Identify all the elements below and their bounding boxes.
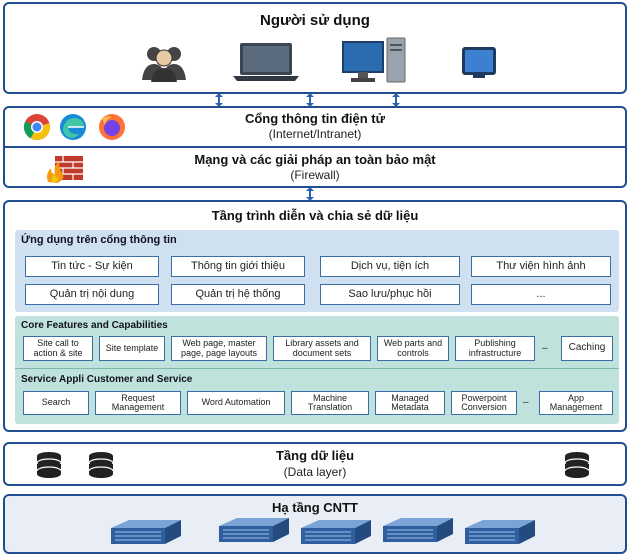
users-icon <box>142 47 186 82</box>
app-item: Tin tức - Sự kiện <box>25 256 159 277</box>
service-item: Request Management <box>95 391 181 415</box>
data-layer-subtitle: (Data layer) <box>283 465 347 479</box>
app-item: Thư viện hình ảnh <box>471 256 611 277</box>
network-title: Mạng và các giải pháp an toàn bảo mật <box>194 152 436 167</box>
app-item: Quản trị nội dung <box>25 284 159 305</box>
service-item: Managed Metadata <box>375 391 445 415</box>
chrome-icon <box>23 114 50 141</box>
app-item: Quản trị hệ thống <box>171 284 305 305</box>
app-item: Dịch vụ, tiện ích <box>320 256 460 277</box>
server-rack-icon <box>219 518 289 542</box>
service-item: Search <box>23 391 89 415</box>
firefox-icon <box>99 114 125 140</box>
portal-subtitle: (Internet/Intranet) <box>268 127 362 141</box>
core-item: Site template <box>99 336 165 361</box>
edge-icon <box>60 114 86 140</box>
users-layer: Người sử dụng <box>3 2 627 94</box>
database-icon <box>88 452 114 478</box>
network-subtitle: (Firewall) <box>290 168 340 182</box>
desktop-icon <box>342 37 406 83</box>
database-icon <box>36 452 62 478</box>
portal-title: Cổng thông tin điện tử <box>244 111 386 126</box>
users-title: Người sử dụng <box>260 12 370 29</box>
core-item: Web parts and controls <box>377 336 449 361</box>
core-item: Caching <box>561 336 613 361</box>
server-rack-icon <box>383 518 453 542</box>
service-item: Powerpoint Conversion <box>451 391 517 415</box>
infra-layer: Hạ tầng CNTT <box>3 494 627 554</box>
service-ellipsis: – <box>523 397 529 408</box>
core-title: Core Features and Capabilities <box>21 320 168 331</box>
service-item: Machine Translation <box>291 391 369 415</box>
app-item: ... <box>471 284 611 305</box>
data-layer: Tầng dữ liệu (Data layer) <box>3 442 627 486</box>
server-rack-icon <box>301 520 371 544</box>
updown-arrow-icon <box>392 93 400 107</box>
portal-network-layer: Cổng thông tin điện tử (Internet/Intrane… <box>3 106 627 188</box>
core-service-section: Core Features and Capabilities Site call… <box>15 316 619 424</box>
service-item: Word Automation <box>187 391 285 415</box>
service-title: Service Appli Customer and Service <box>21 374 193 385</box>
apps-title: Ứng dụng trên cổng thông tin <box>21 234 177 246</box>
core-service-divider <box>15 368 619 369</box>
presentation-title: Tầng trình diễn và chia sẻ dữ liệu <box>211 208 419 223</box>
infra-title: Hạ tầng CNTT <box>272 500 358 515</box>
database-icon <box>564 452 590 478</box>
server-rack-icon <box>465 520 535 544</box>
tablet-icon <box>462 47 496 78</box>
updown-arrow-icon <box>306 187 314 201</box>
core-ellipsis: – <box>542 343 548 354</box>
server-rack-icon <box>111 520 181 544</box>
data-layer-title: Tầng dữ liệu <box>275 448 355 463</box>
app-item: Sao lưu/phục hồi <box>320 284 460 305</box>
apps-section: Ứng dụng trên cổng thông tin Tin tức - S… <box>15 230 619 312</box>
app-item: Thông tin giới thiệu <box>171 256 305 277</box>
firewall-icon <box>47 156 83 183</box>
portal-divider <box>5 146 625 148</box>
updown-arrow-icon <box>306 93 314 107</box>
core-item: Library assets and document sets <box>273 336 371 361</box>
core-item: Site call to action & site <box>23 336 93 361</box>
core-item: Publishing infrastructure <box>455 336 535 361</box>
laptop-icon <box>233 43 299 81</box>
core-item: Web page, master page, page layouts <box>171 336 267 361</box>
updown-arrow-icon <box>215 93 223 107</box>
service-item: App Management <box>539 391 613 415</box>
presentation-layer: Tầng trình diễn và chia sẻ dữ liệu Ứng d… <box>3 200 627 432</box>
